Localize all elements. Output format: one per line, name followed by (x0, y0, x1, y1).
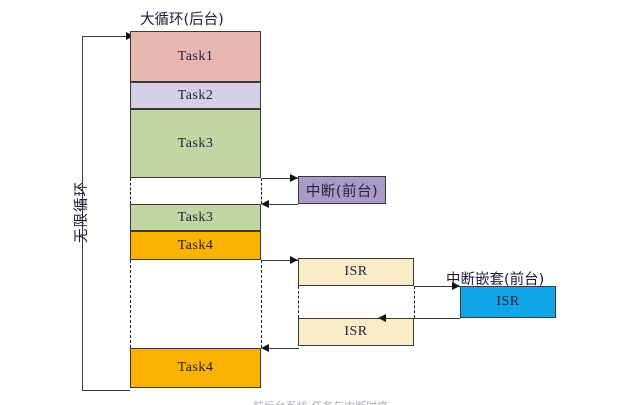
isr-enter-line (261, 260, 298, 261)
task-block-task1: Task1 (130, 31, 261, 82)
figure-caption: 前后台系统 任务与中断时序 (0, 398, 641, 405)
interrupt-enter-line (261, 178, 298, 179)
task-block-task2: Task2 (130, 82, 261, 109)
task-gap-interrupt (130, 178, 261, 204)
isr-box-nested: ISR (460, 286, 556, 318)
nested-enter-line (414, 286, 460, 287)
task-block-task4-first: Task4 (130, 231, 261, 260)
nested-enter-arrow-icon (452, 281, 460, 290)
dashed-line-isr-right (414, 286, 415, 318)
interrupt-box: 中断(前台) (298, 176, 386, 204)
dashed-line-left-gap2 (130, 260, 131, 348)
isr-return-arrow-icon (261, 343, 269, 352)
main-loop-title: 大循环(后台) (140, 12, 224, 28)
isr-box-top: ISR (298, 258, 414, 286)
nested-return-arrow-icon (378, 313, 386, 322)
loop-bracket-bottom (82, 390, 130, 391)
loop-bracket-left (82, 36, 83, 390)
dashed-line-left-gap1 (130, 178, 131, 204)
dashed-line-right-gap2 (261, 260, 262, 348)
nested-interrupt-title: 中断嵌套(前台) (446, 272, 545, 288)
isr-enter-arrow-icon (290, 255, 298, 264)
infinite-loop-label: 无限循环 (74, 181, 90, 243)
nested-return-line (380, 318, 460, 319)
task-block-task3-first: Task3 (130, 109, 261, 178)
interrupt-box-label: 中断(前台) (305, 183, 379, 200)
interrupt-return-arrow-icon (261, 199, 269, 208)
dashed-line-right-gap1 (261, 178, 262, 204)
task-block-task4-second: Task4 (130, 348, 261, 388)
interrupt-enter-arrow-icon (290, 173, 298, 182)
isr-box-bottom: ISR (298, 318, 414, 346)
loop-bracket-top (82, 36, 128, 37)
isr-return-line (263, 348, 299, 349)
task-block-task3-second: Task3 (130, 204, 261, 231)
task-gap-isr (130, 260, 261, 348)
interrupt-return-line (263, 204, 298, 205)
dashed-line-isr-left (298, 286, 299, 318)
